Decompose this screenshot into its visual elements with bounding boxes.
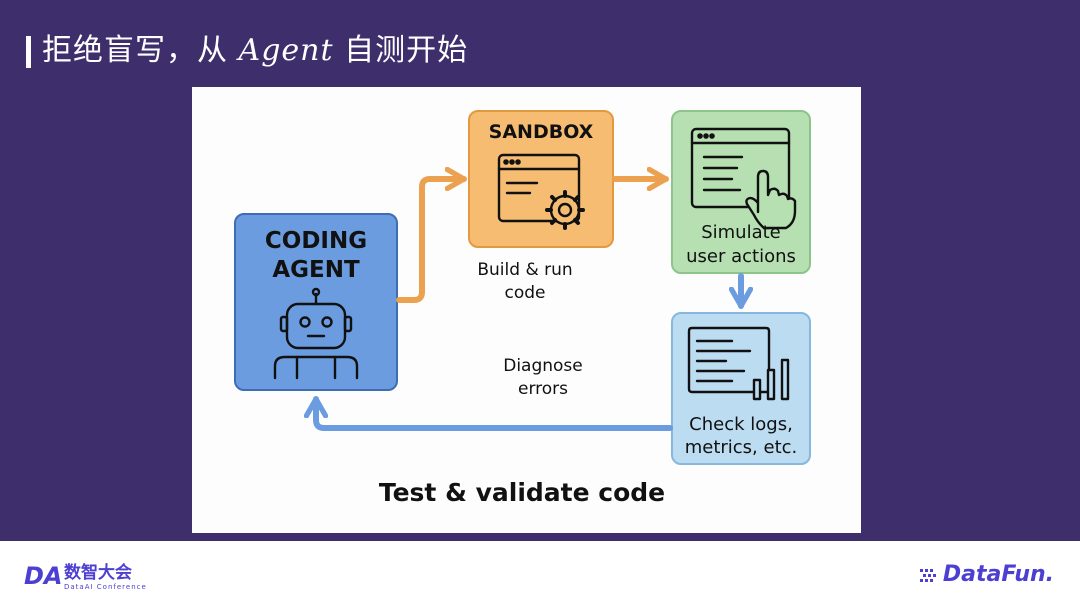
diagram-caption: Test & validate code xyxy=(378,478,666,507)
datafun-dots-icon xyxy=(920,569,936,582)
da-logo-cn: 数智大会 xyxy=(64,563,132,583)
coding-agent-label: CODING AGENT xyxy=(264,228,368,283)
sandbox-label: SANDBOX xyxy=(488,121,594,143)
simulate-label: Simulate user actions xyxy=(686,222,796,267)
simulate-node xyxy=(671,110,811,274)
arrow-check-to-agent xyxy=(316,396,673,431)
log-bar-chart-icon xyxy=(687,326,790,401)
diagnose-errors-label: Diagnose errors xyxy=(503,356,583,399)
arrow-agent-to-sandbox xyxy=(396,179,467,303)
browser-gear-icon xyxy=(497,153,585,230)
datafun-wordmark: DataFun. xyxy=(942,562,1054,587)
title-accent-bar xyxy=(26,36,31,68)
title-suffix: 自测开始 xyxy=(333,33,469,68)
sandbox-node xyxy=(468,110,614,248)
robot-icon xyxy=(273,287,359,380)
check-logs-label: Check logs, metrics, etc. xyxy=(684,414,798,458)
build-run-label: Build & run code xyxy=(477,260,573,303)
diagram-graphics xyxy=(273,127,797,431)
diagram-panel: CODING AGENT SANDBOX Simulate user actio… xyxy=(192,87,861,533)
title-prefix: 拒绝盲写，从 xyxy=(42,33,239,68)
browser-cursor-hand-icon xyxy=(690,127,797,230)
title-agent-word: Agent xyxy=(238,33,334,68)
da-logo-mark: DA xyxy=(24,562,63,590)
da-logo-en: DataAI Conference xyxy=(64,583,147,591)
slide-title: 拒绝盲写，从 Agent 自测开始 xyxy=(42,30,468,72)
